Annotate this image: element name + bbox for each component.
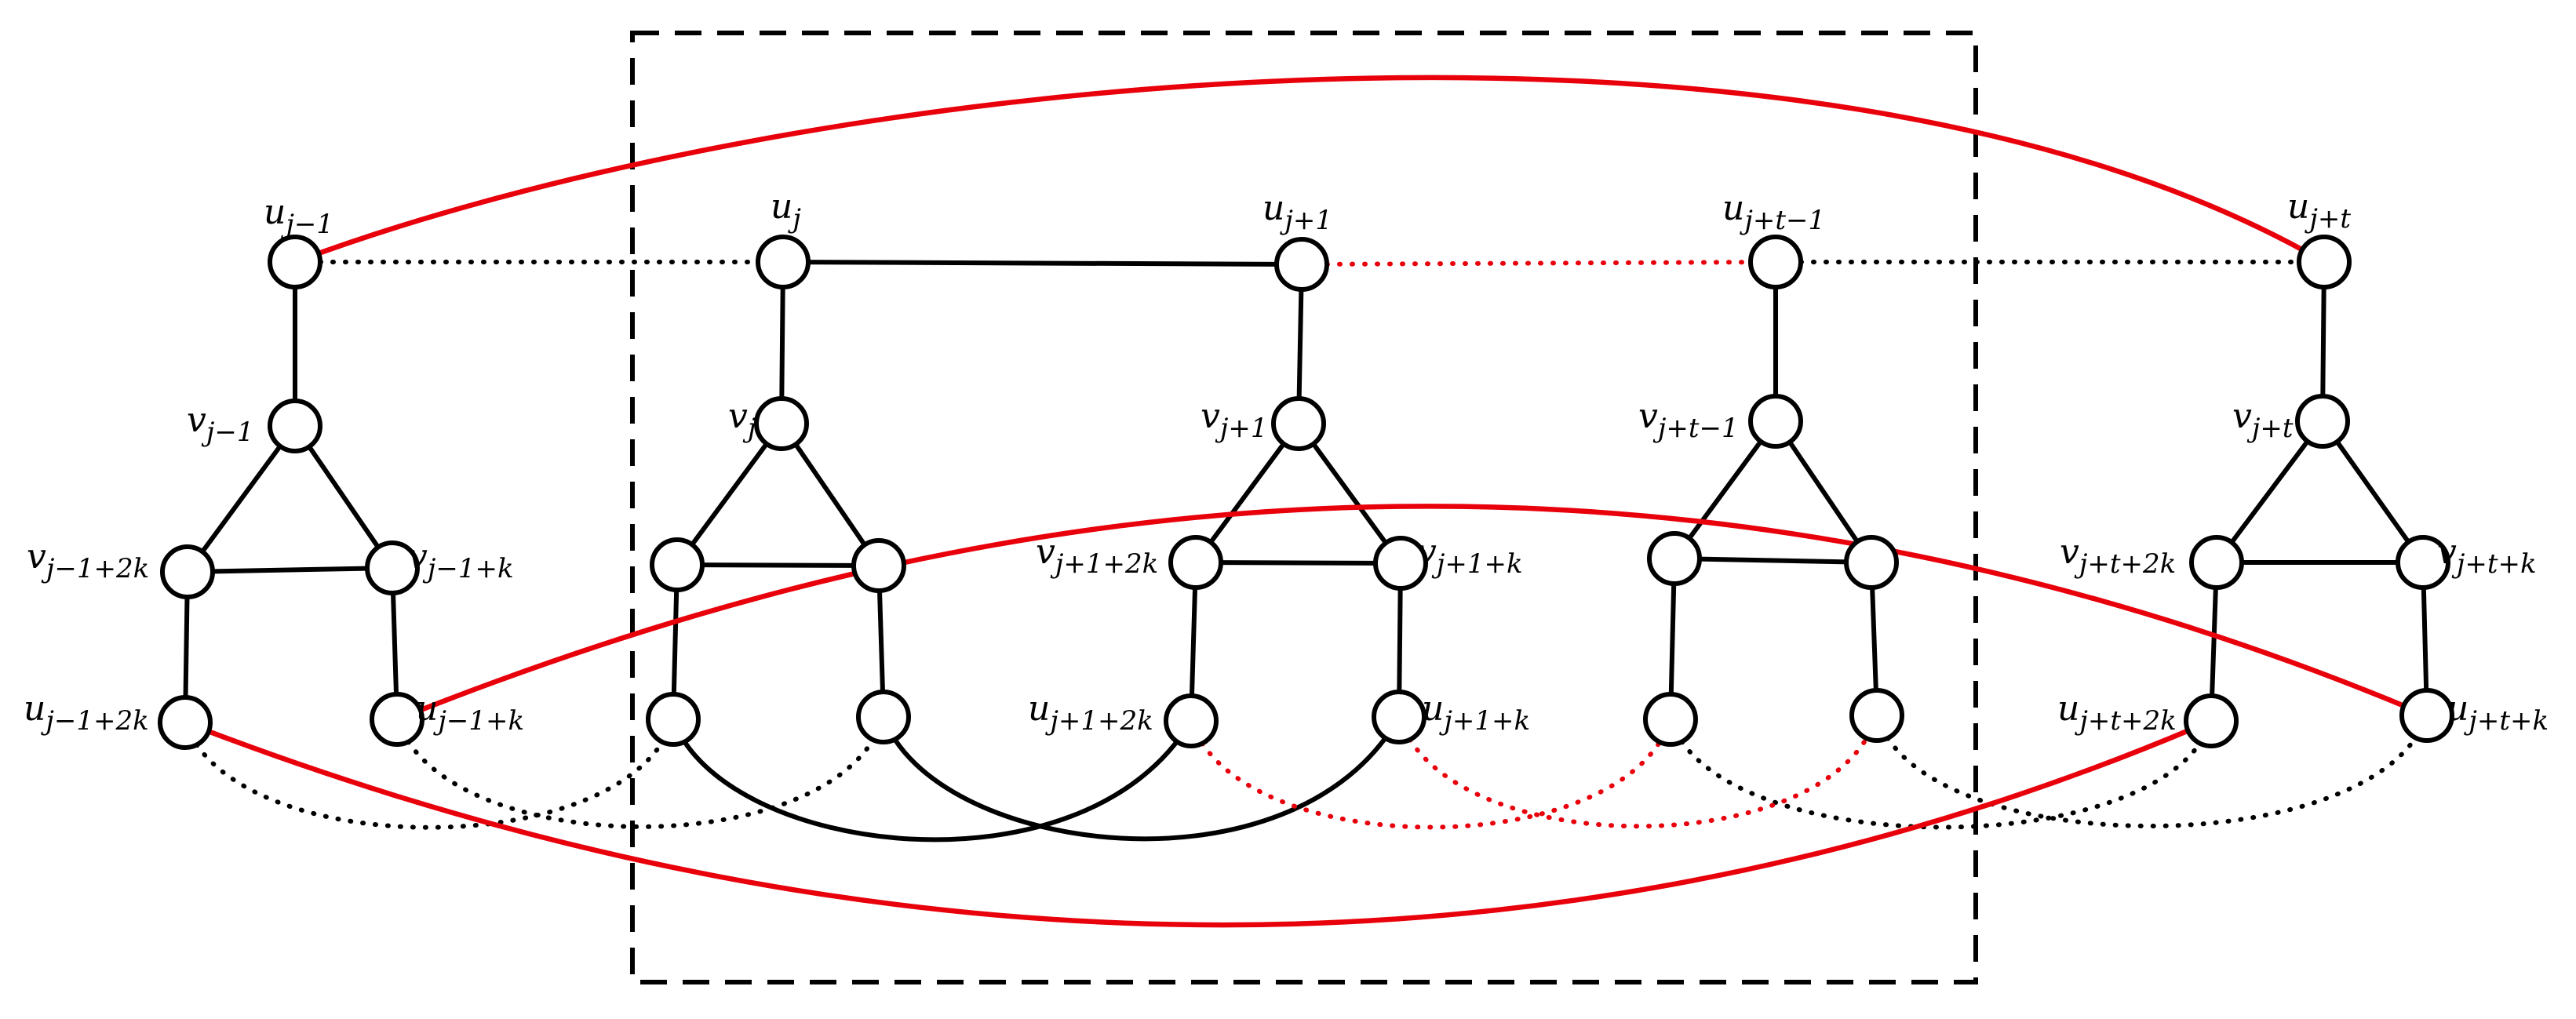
graph-node — [268, 235, 322, 289]
edge — [1875, 713, 2429, 828]
nodes — [158, 235, 2454, 750]
graph-node — [1748, 394, 1803, 449]
graph-node — [365, 540, 420, 595]
node-label: uj−1+2k — [24, 689, 149, 737]
graph-node — [1164, 693, 1219, 748]
node-label: vj+t+2k — [2060, 532, 2176, 580]
graph-node — [2295, 394, 2350, 449]
red-edges — [184, 75, 2428, 928]
graph-node — [754, 396, 809, 451]
edge — [1189, 717, 1673, 830]
node-label: uj+1+2k — [1028, 689, 1153, 737]
node-label: uj−1+k — [416, 689, 524, 737]
graph-node — [158, 695, 213, 750]
edge — [293, 424, 395, 570]
node-label: uj+t−1 — [1722, 188, 1825, 236]
node-label: uj — [771, 187, 801, 235]
edge — [183, 717, 676, 830]
graph-node — [2189, 535, 2244, 590]
node-label: uj+1 — [1262, 188, 1332, 236]
edge — [1296, 422, 1403, 565]
graph-node — [1372, 690, 1426, 744]
node-label: vj−1+2k — [27, 537, 149, 584]
edge — [1193, 422, 1301, 564]
node-label: uj−1 — [264, 192, 333, 240]
graph-node — [2399, 688, 2454, 743]
edge — [1674, 556, 1872, 565]
graph-node — [2396, 535, 2450, 590]
edge — [675, 422, 784, 566]
edge — [779, 422, 881, 567]
edge — [2320, 420, 2425, 564]
graph-node — [1748, 235, 1803, 289]
node-label: vj+t+k — [2437, 532, 2537, 580]
node-label: vj−1+k — [408, 537, 514, 584]
edge — [1397, 713, 1879, 829]
edge — [2214, 420, 2325, 564]
edge — [782, 260, 1303, 267]
edge — [185, 424, 297, 573]
graph-node — [370, 692, 424, 747]
node-label: uj+t+2k — [2057, 689, 2177, 737]
dashed-box — [630, 31, 1978, 984]
graph-node — [1643, 692, 1698, 747]
node-label: uj+1+k — [1422, 689, 1530, 737]
node-label: vj+1+2k — [1036, 532, 1158, 580]
edge — [1195, 560, 1401, 566]
dotted-edges — [183, 260, 2429, 830]
edge — [671, 718, 1193, 842]
edge — [1773, 420, 1874, 564]
graph-node — [1373, 536, 1428, 591]
node-label: vj−1 — [187, 400, 254, 448]
edge — [187, 566, 393, 574]
graph-node — [1271, 396, 1326, 451]
graph-node — [2184, 693, 2239, 748]
graph-node — [1647, 531, 1702, 586]
edge — [184, 719, 2213, 928]
graph-node — [268, 399, 322, 453]
graph-node — [851, 538, 906, 593]
node-labels: uj−1 vj−1 vj−1+2k vj−1+k uj−1+2k uj−1+k … — [24, 187, 2549, 737]
edge — [293, 75, 2326, 265]
edge — [676, 562, 880, 568]
edge — [1299, 260, 1778, 267]
red-dotted-edges — [1189, 260, 1879, 830]
node-label: vj+t — [2232, 396, 2294, 444]
edge — [881, 715, 1401, 842]
edge — [1672, 420, 1778, 560]
graph-node — [650, 537, 705, 592]
graph-node — [160, 544, 215, 599]
node-label: vj — [728, 396, 756, 444]
graph-node — [856, 690, 911, 744]
node-label: vj+1+k — [1417, 532, 1523, 580]
edge — [395, 504, 2428, 722]
graph-node — [646, 692, 701, 747]
graph-node — [1168, 535, 1223, 590]
node-label: uj+t+k — [2447, 689, 2549, 737]
graph-node — [1849, 688, 1904, 743]
node-label: vj+1 — [1201, 396, 1268, 444]
graph-node — [1844, 535, 1899, 590]
graph-node — [756, 235, 811, 289]
node-label: uj+t — [2287, 187, 2351, 235]
graph-node — [2297, 235, 2352, 289]
node-label: vj+t−1 — [1638, 396, 1739, 444]
graph-node — [1274, 237, 1329, 292]
